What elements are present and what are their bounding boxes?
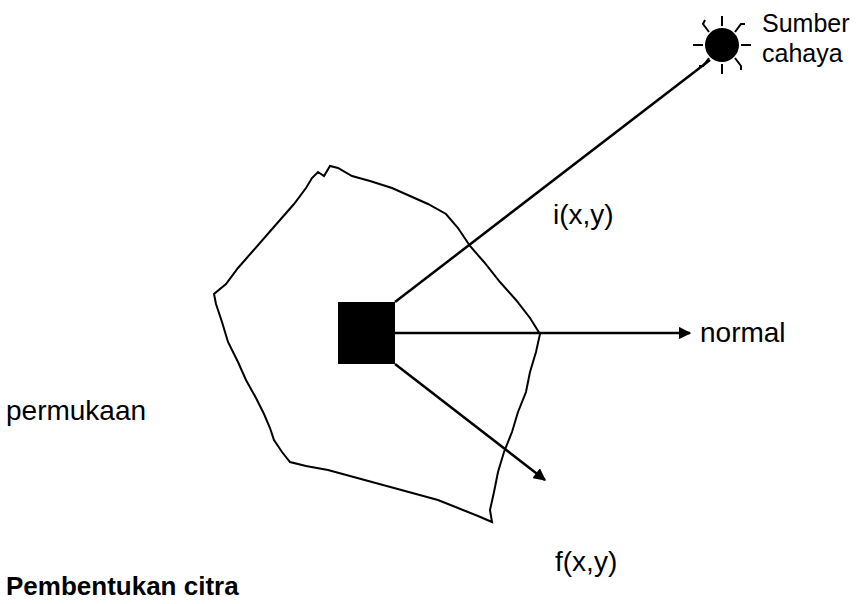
reflected-light-label: f(x,y) — [555, 545, 617, 579]
normal-arrow — [395, 332, 690, 335]
light-source-symbol — [693, 16, 751, 74]
surface-patch — [338, 302, 395, 364]
reflected-arrow — [395, 364, 545, 480]
incident-light-label: i(x,y) — [553, 198, 614, 232]
light-source-label: Sumber cahaya — [762, 8, 850, 68]
surface-label: permukaan — [6, 394, 146, 428]
surface-outline — [214, 166, 540, 522]
incident-ray — [395, 60, 710, 302]
normal-label: normal — [700, 316, 786, 350]
slide-heading: Pembentukan citra — [6, 571, 239, 602]
